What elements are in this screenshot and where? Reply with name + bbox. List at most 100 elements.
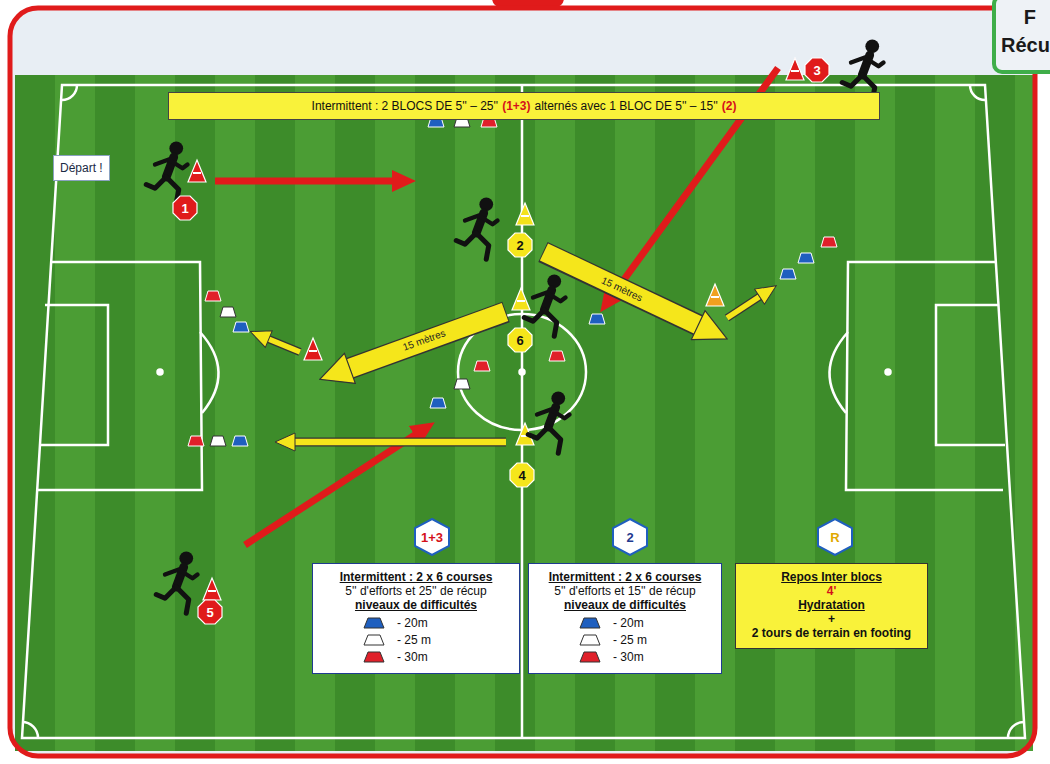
- block-hexagon: R: [816, 518, 854, 556]
- block-hexagon: 1+3: [413, 518, 451, 556]
- cones: [516, 203, 534, 225]
- node-text: (2): [722, 99, 737, 113]
- info-box: Intermittent : 2 x 6 courses5'' d'effort…: [312, 563, 520, 674]
- run-arrows: [245, 433, 418, 545]
- legend-swatch: [579, 617, 601, 629]
- pitch-lines: [37, 262, 202, 490]
- title-banner: Intermittent : 2 BLOCS DE 5'' – 25''(1+3…: [168, 92, 880, 120]
- legend-text: - 25 m: [397, 633, 431, 647]
- shape-outline: [508, 328, 532, 352]
- info-box: Intermittent : 2 x 6 courses5'' d'effort…: [528, 563, 722, 674]
- node-heading: 6: [516, 333, 523, 348]
- node-text: niveaux de difficultés: [319, 598, 513, 612]
- legend-row: - 20m: [579, 614, 715, 631]
- legend-swatch: [364, 618, 384, 628]
- pitch-lines: [62, 85, 77, 100]
- header-box: F Récu: [992, 0, 1050, 74]
- legend-row: - 25 m: [363, 631, 513, 648]
- pitch-lines: [158, 370, 163, 375]
- pitch-lines: [40, 305, 108, 445]
- node-text: 4': [742, 584, 921, 598]
- cones: [188, 58, 804, 600]
- node-heading: Intermittent : 2 BLOCS DE 5'' – 25'': [312, 99, 499, 113]
- node-text: 5'' d'efforts et 15'' de récup: [535, 584, 715, 598]
- station-octagon: 4: [509, 462, 535, 488]
- station-octagon: 6: [507, 327, 533, 353]
- flat-markers: [205, 291, 221, 301]
- pitch-lines: [22, 722, 38, 738]
- distance-label: 15 mètres: [597, 273, 647, 304]
- pitch-lines: [200, 332, 219, 413]
- node-heading: F: [1024, 6, 1036, 29]
- legend-swatch: [363, 651, 385, 663]
- legend-swatch: [579, 634, 601, 646]
- node-heading: 2: [626, 530, 633, 545]
- runners: [146, 141, 187, 203]
- run-arrows: [727, 295, 762, 318]
- run-arrows: [348, 312, 506, 369]
- shape-outline: [613, 519, 647, 555]
- pitch-lines: [846, 262, 1003, 490]
- legend-text: - 30m: [397, 650, 428, 664]
- pitch-lines: [1008, 722, 1024, 738]
- node-heading: Repos Inter blocs: [742, 570, 921, 584]
- distance-label: 15 mètres: [398, 326, 449, 353]
- pitch-lines: [829, 332, 848, 413]
- frame-ground: [10, 0, 1035, 756]
- station-octagon: 2: [507, 232, 533, 258]
- runners: [456, 197, 497, 259]
- node-heading: 2: [516, 238, 523, 253]
- legend-swatch: [580, 635, 600, 645]
- flat-markers: [188, 436, 204, 446]
- cones: [512, 288, 530, 310]
- node-heading: 1+3: [421, 530, 443, 545]
- flat-markers: [233, 322, 249, 332]
- legend-swatch: [363, 634, 385, 646]
- pitch-lines: [521, 85, 524, 738]
- node-text: (1+3): [502, 99, 530, 113]
- legend-swatch: [580, 652, 600, 662]
- flat-markers: [430, 398, 446, 408]
- shape-outline: [508, 233, 532, 257]
- flat-markers: [474, 361, 490, 371]
- cones: [786, 58, 804, 80]
- station-octagon: 1: [172, 195, 198, 221]
- runners: [528, 391, 569, 453]
- flat-markers: [188, 117, 837, 446]
- pitch-lines: [970, 85, 986, 100]
- shape-outline: [510, 463, 534, 487]
- legend-text: - 20m: [613, 616, 644, 630]
- node-heading: 3: [813, 63, 820, 78]
- cones: [706, 284, 724, 306]
- frame-ground: [10, 8, 1035, 756]
- flat-markers: [549, 351, 565, 361]
- pitch-lines: [936, 305, 1005, 445]
- legend-swatch: [579, 651, 601, 663]
- node-heading: Intermittent : 2 x 6 courses: [319, 570, 513, 584]
- start-label: Départ !: [53, 155, 110, 181]
- node-heading: 4: [518, 468, 525, 483]
- node-text: alternés avec 1 BLOC DE 5'' – 15'': [535, 99, 718, 113]
- run-arrows: [543, 252, 700, 326]
- shape-outline: [805, 58, 829, 82]
- flat-markers: [220, 307, 236, 317]
- run-arrows: [266, 338, 300, 352]
- shape-outline: [415, 519, 449, 555]
- flat-markers: [232, 436, 248, 446]
- node-text: Hydratation: [742, 598, 921, 612]
- run-arrows: [348, 312, 505, 369]
- node-heading: 1: [181, 201, 188, 216]
- node-heading: R: [830, 530, 839, 545]
- legend-swatch: [364, 635, 384, 645]
- legend-swatch: [363, 617, 385, 629]
- node-text: niveaux de difficultés: [535, 598, 715, 612]
- pitch-lines: [520, 370, 525, 375]
- shape-outline: [173, 196, 197, 220]
- node-text: Récu: [1001, 34, 1050, 57]
- run-arrows: [215, 178, 396, 185]
- legend-text: - 25 m: [613, 633, 647, 647]
- runners: [146, 39, 883, 613]
- station-octagon: 3: [804, 57, 830, 83]
- node-heading: Départ !: [60, 161, 103, 175]
